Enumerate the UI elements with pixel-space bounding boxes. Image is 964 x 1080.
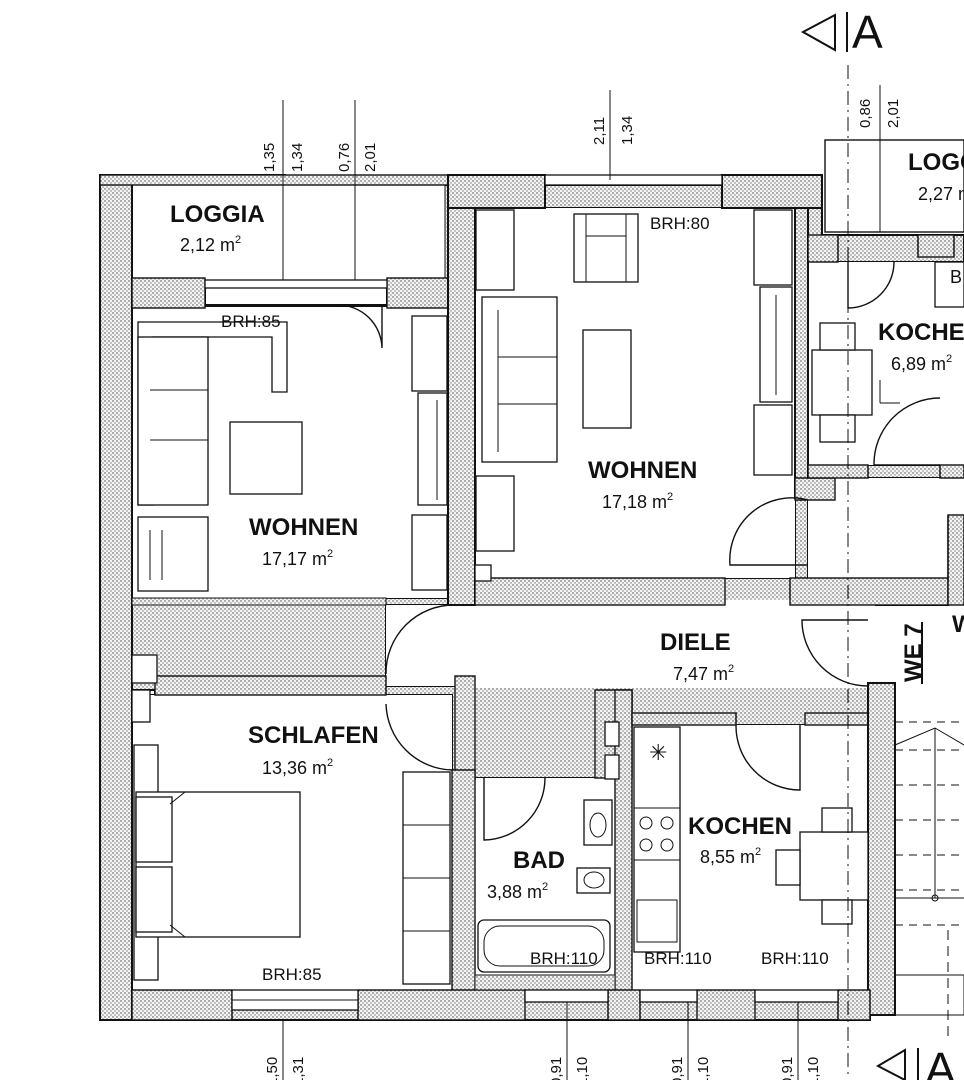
furniture-koche-right: [811, 261, 964, 443]
room-name-kochen: KOCHEN: [688, 813, 792, 840]
dim-label: 0,91: [669, 1057, 686, 1080]
svg-text:✳: ✳: [649, 740, 667, 765]
dim-label: 0,91: [548, 1057, 565, 1080]
furniture-wohnen-left: [137, 315, 448, 592]
room-name-bad: BAD: [513, 847, 565, 874]
furniture-wohnen-right: [475, 209, 793, 552]
partial-w: W: [952, 611, 964, 638]
brh-label: BRH:80: [650, 214, 710, 233]
dim-label: 1,35: [261, 143, 278, 172]
dim-label: 2,01: [885, 99, 902, 128]
doors: [337, 261, 949, 841]
dim-label: 1,10: [574, 1057, 591, 1080]
dim-label: 0,91: [779, 1057, 796, 1080]
dim-label: 1,50: [264, 1057, 281, 1080]
dim-label: 0,76: [336, 143, 353, 172]
brh-label: BRH:110: [761, 949, 829, 968]
stairs: [894, 721, 964, 1040]
room-area-schlafen: 13,36 m2: [262, 757, 333, 778]
room-name-koche-right: KOCHE: [878, 319, 964, 346]
dim-label: 1,10: [805, 1057, 822, 1080]
furniture-schlafen: [133, 744, 451, 985]
brh-label: BRH:110: [644, 949, 712, 968]
dim-label: 1,34: [289, 143, 306, 172]
section-label-bottom: A: [925, 1043, 956, 1080]
room-name-wohnen-right: WOHNEN: [588, 457, 697, 484]
dim-label: 2,11: [591, 117, 608, 145]
room-area-loggia-right: 2,27 m: [918, 184, 964, 204]
room-area-koche-right: 6,89 m2: [891, 353, 952, 374]
room-area-wohnen-right: 17,18 m2: [602, 491, 673, 512]
windows: [204, 174, 964, 1016]
dim-label: 0,86: [857, 99, 874, 128]
room-area-loggia: 2,12 m2: [180, 234, 241, 255]
dim-label: 1,31: [290, 1057, 307, 1080]
dim-label: 1,34: [619, 116, 636, 145]
room-name-loggia-right: LOGG: [908, 149, 964, 176]
brh-label: BRH:85: [221, 312, 281, 331]
dimension-leaders: [282, 85, 881, 1080]
room-area-bad: 3,88 m2: [487, 881, 548, 902]
room-area-wohnen-left: 17,17 m2: [262, 548, 333, 569]
room-area-kochen: 8,55 m2: [700, 846, 761, 867]
room-name-schlafen: SCHLAFEN: [248, 722, 379, 749]
brh-label: BRH:110: [530, 949, 598, 968]
room-name-wohnen-left: WOHNEN: [249, 514, 358, 541]
furniture-kochen: ✳: [633, 726, 869, 953]
partial-label: B: [950, 267, 962, 287]
room-name-loggia: LOGGIA: [170, 201, 265, 228]
dim-label: 1,10: [695, 1057, 712, 1080]
room-area-diele: 7,47 m2: [673, 663, 734, 684]
dim-label: 2,01: [362, 143, 379, 172]
brh-label: BRH:85: [262, 965, 322, 984]
room-name-diele: DIELE: [660, 629, 731, 656]
furniture-bad: [477, 799, 613, 973]
section-label-top: A: [852, 6, 883, 58]
section-line: [800, 12, 919, 1080]
